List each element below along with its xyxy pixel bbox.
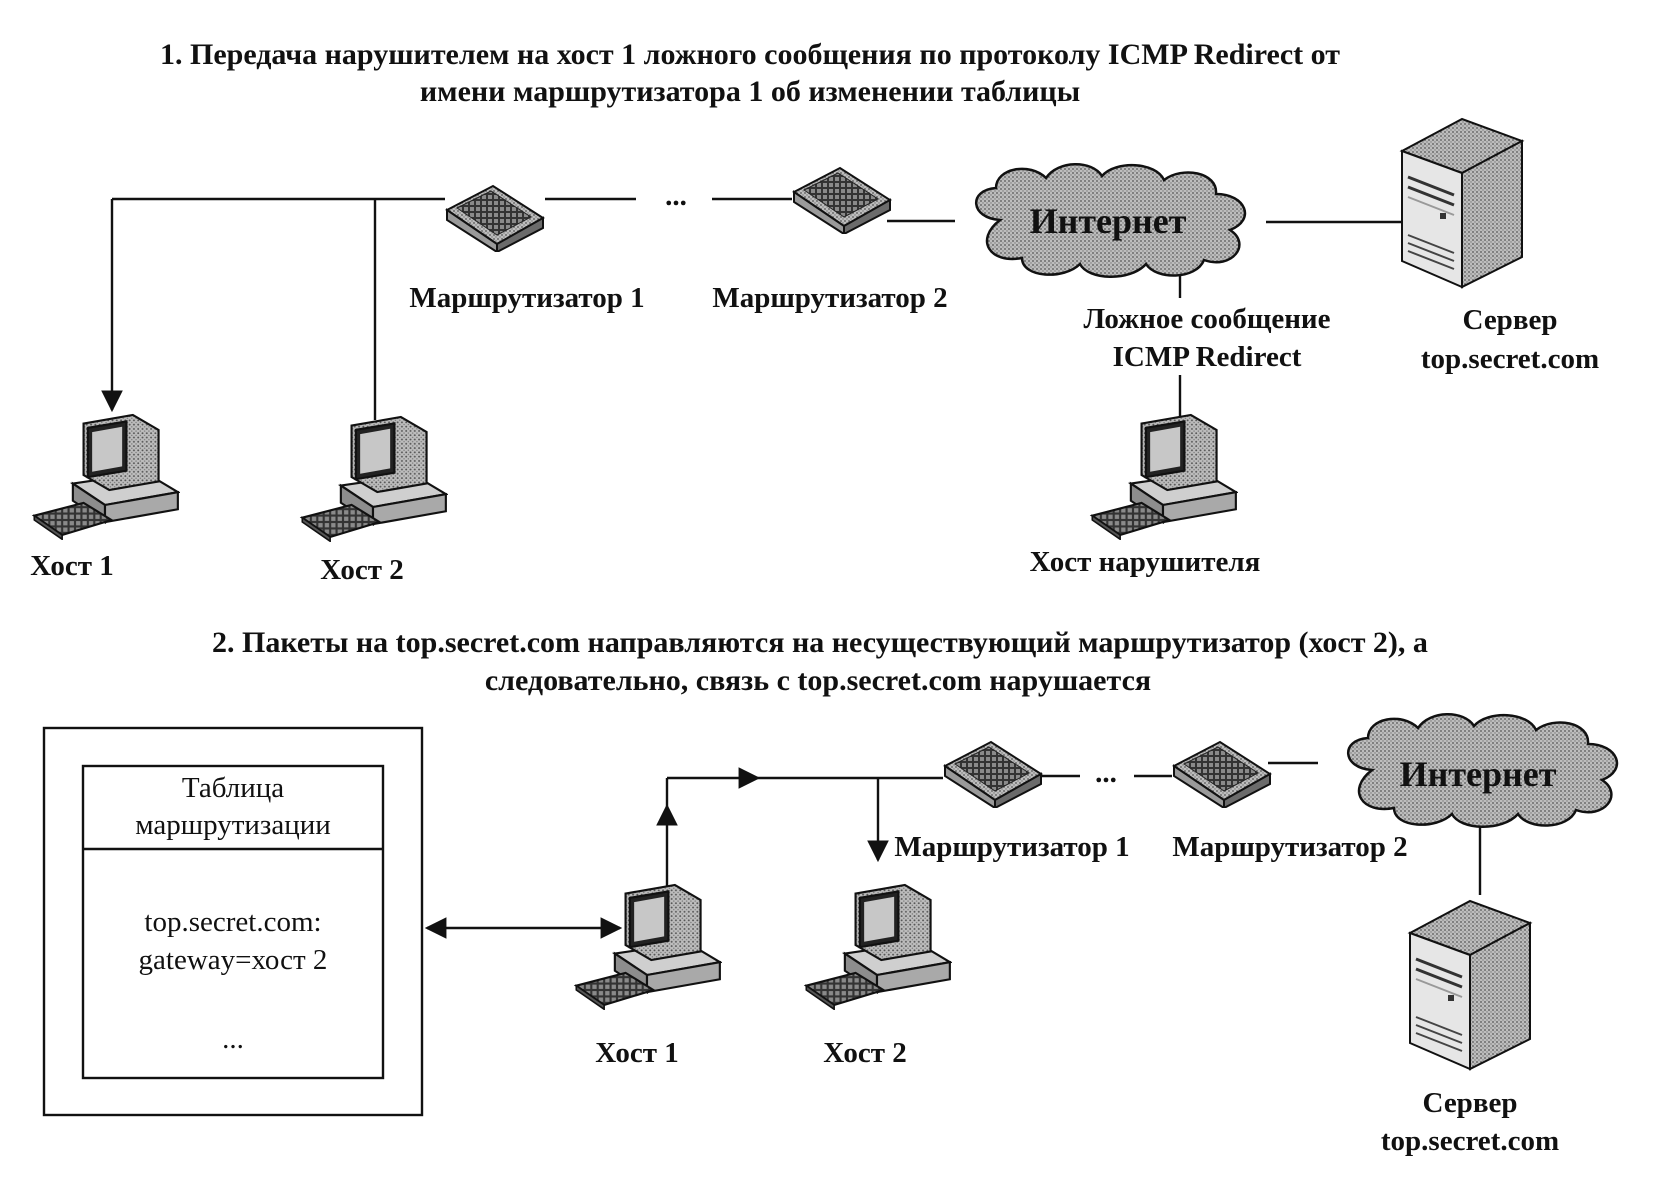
section2-cloud-label: Интернет [1400, 754, 1557, 794]
section2-server-label-line2: top.secret.com [1381, 1125, 1559, 1157]
section1-router2-icon [793, 167, 891, 234]
section2-router1-label: Маршрутизатор 1 [894, 831, 1129, 863]
section1-router1-icon [446, 185, 544, 252]
section1-ellipsis: ... [665, 180, 687, 212]
section2-router2-icon [1173, 741, 1271, 808]
routing-table-header-line2: маршрутизации [135, 809, 331, 841]
section2-host1-computer-icon [575, 883, 721, 1010]
section1-server-icon [1400, 117, 1524, 289]
routing-table [42, 726, 424, 1117]
section2-wires [424, 761, 1482, 939]
section1-router1-label: Маршрутизатор 1 [409, 282, 644, 314]
section2-host2-label: Хост 2 [823, 1037, 906, 1069]
section1-host1-label: Хост 1 [30, 550, 113, 582]
section2-title-line2: следовательно, связь с top.secret.com на… [485, 664, 1151, 697]
section1-title-line1: 1. Передача нарушителем на хост 1 ложног… [160, 38, 1340, 71]
routing-table-entry-line1: top.secret.com: [144, 906, 321, 938]
section1-router2-label: Маршрутизатор 2 [712, 282, 947, 314]
routing-table-entry-line2: gateway=хост 2 [139, 944, 328, 976]
section2-host1-label: Хост 1 [595, 1037, 678, 1069]
section1-title-line2: имени маршрутизатора 1 об изменении табл… [420, 75, 1080, 108]
section1-host2-computer-icon [301, 415, 447, 542]
section1-attacker-label: Хост нарушителя [1030, 546, 1261, 578]
section1-wires [101, 197, 1402, 420]
section1-attacker-computer-icon [1091, 413, 1237, 540]
section1-fake-msg-line1: Ложное сообщение [1083, 303, 1330, 335]
section1-host1-computer-icon [33, 413, 179, 540]
section2-server-label-line1: Сервер [1423, 1087, 1518, 1119]
section1-host2-label: Хост 2 [320, 554, 403, 586]
section2-title-line1: 2. Пакеты на top.secret.com направляются… [212, 626, 1428, 659]
section2-server-icon [1408, 899, 1532, 1071]
section2-host2-computer-icon [805, 883, 951, 1010]
section1-fake-msg-line2: ICMP Redirect [1113, 341, 1302, 373]
section2-router2-label: Маршрутизатор 2 [1172, 831, 1407, 863]
section1-server-label-line1: Сервер [1463, 304, 1558, 336]
section2-router1-icon [944, 741, 1042, 808]
section1-server-label-line2: top.secret.com [1421, 343, 1599, 375]
section1-cloud-label: Интернет [1030, 201, 1187, 241]
routing-table-header-line1: Таблица [182, 772, 284, 804]
routing-table-ellipsis: ... [222, 1023, 244, 1055]
section2-ellipsis: ... [1095, 757, 1117, 789]
